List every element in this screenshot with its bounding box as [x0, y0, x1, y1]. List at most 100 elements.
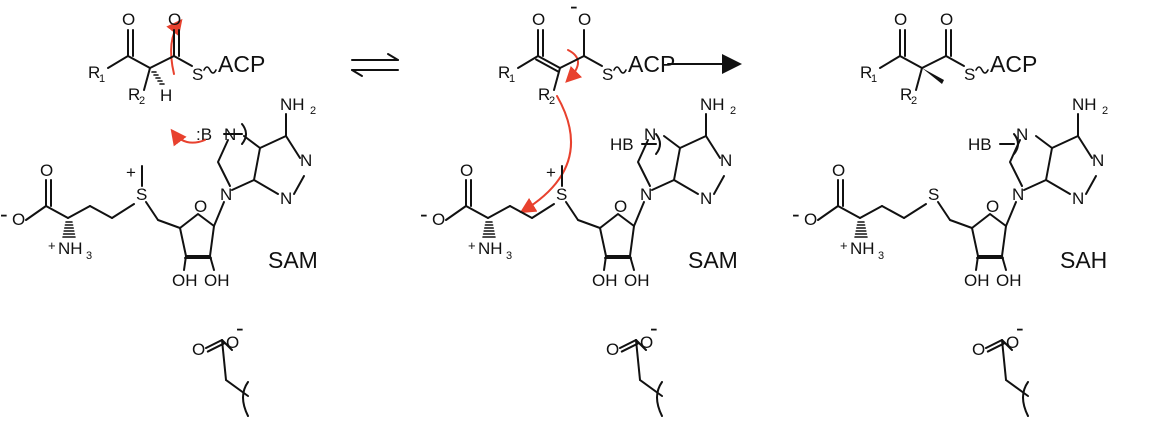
ketone-oxygen: O — [122, 10, 135, 29]
carbonyl-oxygen: O — [832, 161, 845, 180]
cofactor-sulfur: S — [928, 185, 939, 204]
r1-bond — [107, 55, 129, 69]
r2-label: R — [538, 85, 550, 104]
hydroxyl-1: OH — [592, 271, 618, 290]
sulfur-label: S — [602, 65, 613, 84]
carbonyl-oxygen: O — [460, 161, 473, 180]
glutamate-co-bond — [635, 339, 647, 351]
alpha-acyl-bond — [559, 55, 585, 69]
hydroxyl-2: OH — [204, 271, 230, 290]
chain-bond-1 — [487, 205, 511, 219]
acp-label: ACP — [218, 51, 265, 77]
alpha-hydrogen: H — [160, 86, 172, 105]
glutamate-backbone-arc — [242, 381, 249, 417]
carboxylate-oxygen: O — [432, 210, 445, 229]
glutamate-charge: - — [236, 315, 244, 341]
carboxylate-charge: - — [0, 201, 8, 227]
ketone-oxygen: O — [894, 10, 907, 29]
r1-label: R — [498, 63, 510, 82]
chain-bond-3 — [903, 203, 927, 219]
ammonium-charge: + — [468, 238, 476, 253]
r1-subscript: 1 — [871, 73, 877, 85]
ketone-oxygen: O — [532, 10, 545, 29]
carboxylate-bond — [445, 205, 467, 221]
hydroxyl-2: OH — [624, 271, 650, 290]
hydroxyl-1: OH — [172, 271, 198, 290]
r1-label: R — [88, 63, 100, 82]
carboxylate-oxygen: O — [12, 210, 25, 229]
panel-middle: HB — [519, 49, 661, 214]
cofactor-name: SAH — [1060, 247, 1107, 273]
catalytic-base-lone-pair: :B — [196, 125, 212, 144]
pyrimidine-bottom — [673, 179, 699, 195]
enolate-charge: - — [570, 0, 578, 19]
glutamate-backbone-arc — [656, 381, 663, 417]
catalytic-base-protonated: HB — [968, 135, 992, 154]
ribose-ring-top — [179, 213, 215, 229]
n9-label: N — [640, 185, 652, 204]
ribose-oxygen: O — [194, 197, 207, 216]
catalytic-base-protonated: HB — [610, 135, 634, 154]
glutamate-double-bond — [206, 342, 225, 353]
ribose-ring-top — [971, 213, 1007, 229]
glutamate-chain-1 — [221, 339, 227, 381]
base-residue-arc — [655, 133, 661, 155]
red-arrow-methyl-transfer — [519, 95, 572, 214]
r1-bond — [879, 55, 901, 69]
r2-bond — [553, 67, 561, 91]
r1-bond — [517, 55, 539, 69]
acp-label: ACP — [628, 51, 675, 77]
equilibrium-arrow — [351, 53, 399, 77]
chain-bond-2 — [881, 205, 905, 219]
chain-bond-1 — [859, 205, 883, 219]
imidazole-left — [637, 139, 651, 187]
ribose-ring-top — [599, 213, 635, 229]
ribose-ring-bottom — [179, 225, 215, 257]
glutamate-double-bond — [620, 342, 639, 353]
imidazole-right — [231, 135, 261, 191]
n1-label: N — [720, 151, 732, 170]
pyrimidine-right — [713, 175, 725, 195]
pyrimidine-top — [679, 135, 721, 159]
panel-left: :B — [166, 18, 247, 147]
glutamate-carbonyl-oxygen: O — [192, 340, 205, 359]
r2-subscript: 2 — [549, 95, 555, 107]
sulfur-label: S — [964, 65, 975, 84]
n3-label: N — [280, 189, 292, 208]
glutamate-co-bond — [221, 339, 233, 351]
sulfur-ch2-bond — [145, 201, 159, 221]
hydroxyl-1: OH — [964, 271, 990, 290]
ribose-oxygen: O — [614, 197, 627, 216]
alpha-acyl-bond — [149, 55, 175, 69]
carboxylate-charge: - — [420, 201, 428, 227]
n9-label: N — [220, 185, 232, 204]
pyrimidine-top — [1051, 135, 1093, 159]
r1-label: R — [860, 63, 872, 82]
ribose-oh-bond-2 — [209, 255, 215, 271]
ammonium-subscript: 3 — [878, 250, 884, 262]
sulfur-ch2-bond — [565, 201, 579, 221]
r2-bond — [143, 67, 151, 91]
ribose-ring-bottom — [971, 225, 1007, 257]
amine-subscript: 2 — [1102, 105, 1108, 117]
amine-subscript: 2 — [310, 105, 316, 117]
imidazole-right — [651, 135, 681, 191]
imidazole-right — [1023, 135, 1053, 191]
pyrimidine-top — [259, 135, 301, 159]
ribose-oh-bond-1 — [975, 255, 979, 271]
glutamate-oxygen: O — [226, 333, 239, 352]
sulfonium-charge: + — [126, 163, 136, 182]
r2-label: R — [900, 85, 912, 104]
thioester-s-bond — [583, 55, 603, 67]
ribose-oh-bond-2 — [629, 255, 635, 271]
alpha-acyl-bond — [921, 55, 947, 69]
amine-label: NH — [700, 95, 725, 114]
